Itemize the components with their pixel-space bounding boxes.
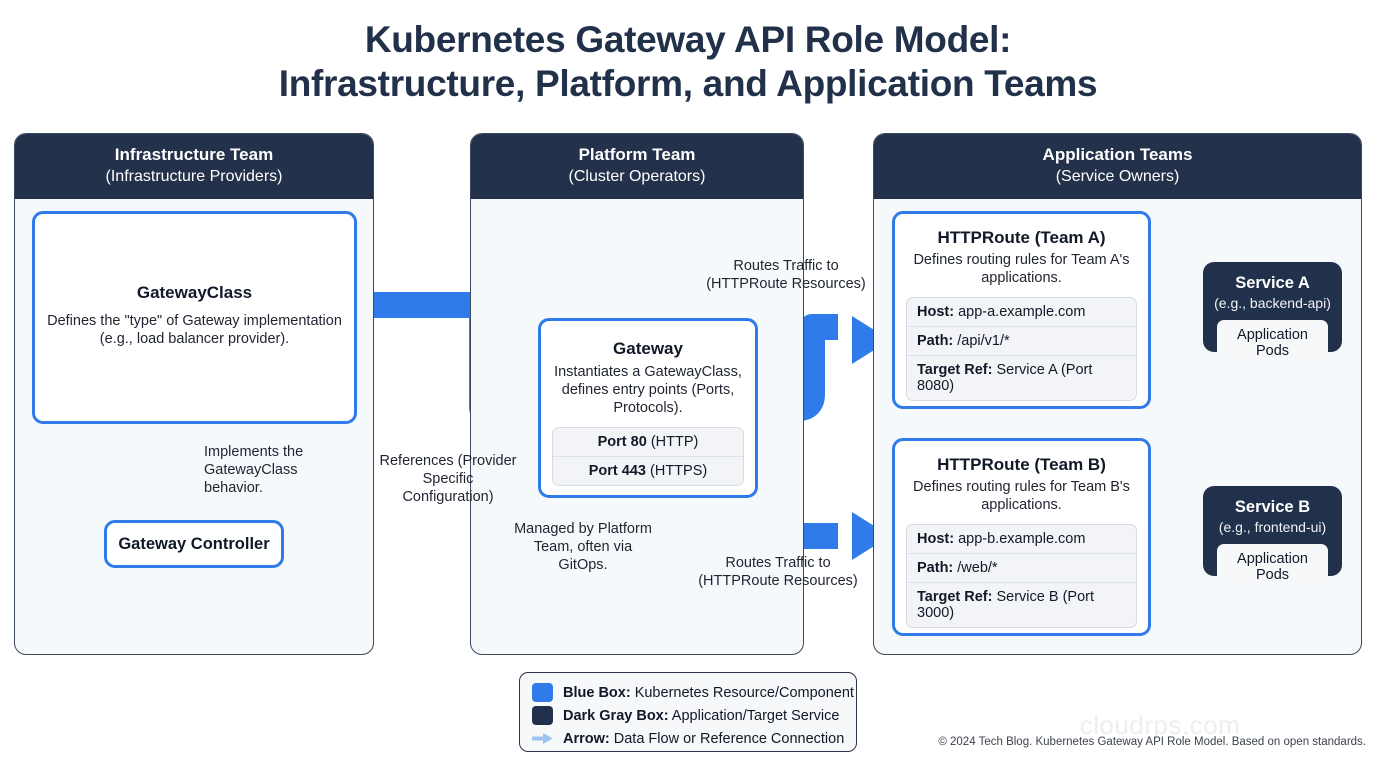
legend-item-dark-box: Dark Gray Box: Application/Target Servic… <box>532 704 846 727</box>
legend-dark-desc: Application/Target Service <box>668 707 840 724</box>
httproute-a-rule-list: Host: app-a.example.com Path: /api/v1/* … <box>906 297 1137 401</box>
panel-application-heading: Application Teams <box>1042 145 1193 164</box>
httproute-a-rule-value: app-a.example.com <box>954 304 1086 320</box>
page-title: Kubernetes Gateway API Role Model: Infra… <box>0 18 1376 106</box>
httproute-a-description: Defines routing rules for Team A's appli… <box>913 252 1130 286</box>
service-b-subtitle: (e.g., frontend-ui) <box>1218 519 1327 535</box>
panel-infrastructure-subheading: (Infrastructure Providers) <box>105 168 283 185</box>
panel-application-subheading: (Service Owners) <box>1055 168 1180 185</box>
title-line-2: Infrastructure, Platform, and Applicatio… <box>278 63 1098 104</box>
title-line-1: Kubernetes Gateway API Role Model: <box>364 19 1012 60</box>
gateway-port-value: (HTTPS) <box>646 463 708 479</box>
legend-dark-label: Dark Gray Box: <box>563 707 669 724</box>
box-httproute-team-a[interactable]: HTTPRoute (Team A) Defines routing rules… <box>892 211 1151 409</box>
gatewayclass-title: GatewayClass <box>136 283 253 302</box>
service-a-title: Service A <box>1235 274 1310 292</box>
gateway-description: Instantiates a GatewayClass, defines ent… <box>554 364 742 416</box>
legend-item-blue-box: Blue Box: Kubernetes Resource/Component <box>532 681 854 704</box>
box-httproute-team-b[interactable]: HTTPRoute (Team B) Defines routing rules… <box>892 438 1151 636</box>
httproute-a-rule-row: Path: /api/v1/* <box>907 326 1136 355</box>
legend-arrow-label: Arrow: <box>563 730 610 747</box>
httproute-b-rule-list: Host: app-b.example.com Path: /web/* Tar… <box>906 524 1137 628</box>
panel-infrastructure-header: Infrastructure Team (Infrastructure Prov… <box>15 134 373 199</box>
panel-platform-heading: Platform Team <box>578 145 696 164</box>
httproute-b-title: HTTPRoute (Team B) <box>937 455 1106 474</box>
box-gatewayclass[interactable]: GatewayClass Defines the "type" of Gatew… <box>32 211 357 424</box>
legend-blue-text: Blue Box: Kubernetes Resource/Component <box>563 685 854 701</box>
httproute-b-rule-label: Path: <box>917 560 954 576</box>
httproute-a-rule-value: /api/v1/* <box>953 333 1010 349</box>
arrow-label-references: References (Provider Specific Configurat… <box>379 453 517 505</box>
arrow-label-routes-traffic-a: Routes Traffic to (HTTPRoute Resources) <box>706 258 866 292</box>
httproute-b-rule-value: Service B (Port 3000) <box>917 589 1094 621</box>
httproute-a-rule-row: Host: app-a.example.com <box>907 298 1136 326</box>
service-b-application-pods: Application Pods <box>1217 544 1328 590</box>
box-service-b[interactable]: Service B (e.g., frontend-ui) Applicatio… <box>1203 486 1342 590</box>
legend-arrow-desc: Data Flow or Reference Connection <box>609 730 845 747</box>
arrow-label-implements: Implements the GatewayClass behavior. <box>204 444 304 496</box>
panel-platform-header: Platform Team (Cluster Operators) <box>471 134 803 199</box>
httproute-a-rule-value: Service A (Port 8080) <box>917 362 1093 394</box>
gateway-port-list: Port 80 (HTTP) Port 443 (HTTPS) <box>552 427 744 486</box>
copyright-notice: © 2024 Tech Blog. Kubernetes Gateway API… <box>938 736 1366 748</box>
gateway-port-label: Port 443 <box>588 463 646 479</box>
httproute-a-rule-label: Path: <box>917 333 954 349</box>
httproute-a-rule-row: Target Ref: Service A (Port 8080) <box>907 355 1136 400</box>
httproute-b-description: Defines routing rules for Team B's appli… <box>913 479 1130 513</box>
box-service-a[interactable]: Service A (e.g., backend-api) Applicatio… <box>1203 262 1342 366</box>
panel-platform-subheading: (Cluster Operators) <box>568 168 706 185</box>
httproute-a-rule-label: Host: <box>917 304 955 320</box>
gateway-port-value: (HTTP) <box>646 434 699 450</box>
httproute-b-rule-value: /web/* <box>953 560 998 576</box>
box-gateway[interactable]: Gateway Instantiates a GatewayClass, def… <box>538 318 758 498</box>
gateway-controller-title: Gateway Controller <box>118 534 270 553</box>
gatewayclass-description: Defines the "type" of Gateway implementa… <box>47 313 342 347</box>
arrow-label-routes-traffic-b: Routes Traffic to (HTTPRoute Resources) <box>698 555 858 589</box>
legend-blue-label: Blue Box: <box>563 684 631 701</box>
gateway-port-row: Port 443 (HTTPS) <box>553 456 743 485</box>
panel-infrastructure-heading: Infrastructure Team <box>114 145 274 164</box>
httproute-b-rule-value: app-b.example.com <box>954 531 1086 547</box>
gateway-port-label: Port 80 <box>597 434 647 450</box>
httproute-a-title: HTTPRoute (Team A) <box>937 228 1106 247</box>
httproute-b-rule-label: Target Ref: <box>917 589 993 605</box>
legend-arrow-text: Arrow: Data Flow or Reference Connection <box>563 731 844 747</box>
service-b-title: Service B <box>1234 498 1311 516</box>
box-gateway-controller[interactable]: Gateway Controller <box>104 520 284 568</box>
gateway-port-row: Port 80 (HTTP) <box>553 428 743 456</box>
service-a-subtitle: (e.g., backend-api) <box>1214 295 1331 311</box>
httproute-b-rule-row: Target Ref: Service B (Port 3000) <box>907 582 1136 627</box>
httproute-b-rule-row: Path: /web/* <box>907 553 1136 582</box>
legend-arrow-icon <box>532 729 553 748</box>
httproute-b-rule-row: Host: app-b.example.com <box>907 525 1136 553</box>
watermark: cloudrps.com <box>1079 710 1241 740</box>
legend: Blue Box: Kubernetes Resource/Component … <box>519 672 857 752</box>
gateway-title: Gateway <box>613 339 683 358</box>
httproute-a-rule-label: Target Ref: <box>917 362 993 378</box>
legend-blue-swatch-icon <box>532 683 553 702</box>
httproute-b-rule-label: Host: <box>917 531 955 547</box>
legend-blue-desc: Kubernetes Resource/Component <box>630 684 854 701</box>
arrow-label-managed-by: Managed by Platform Team, often via GitO… <box>514 521 652 573</box>
service-a-application-pods: Application Pods <box>1217 320 1328 366</box>
legend-item-arrow: Arrow: Data Flow or Reference Connection <box>532 727 846 750</box>
legend-dark-text: Dark Gray Box: Application/Target Servic… <box>563 708 839 724</box>
panel-application-header: Application Teams (Service Owners) <box>874 134 1361 199</box>
legend-dark-swatch-icon <box>532 706 553 725</box>
